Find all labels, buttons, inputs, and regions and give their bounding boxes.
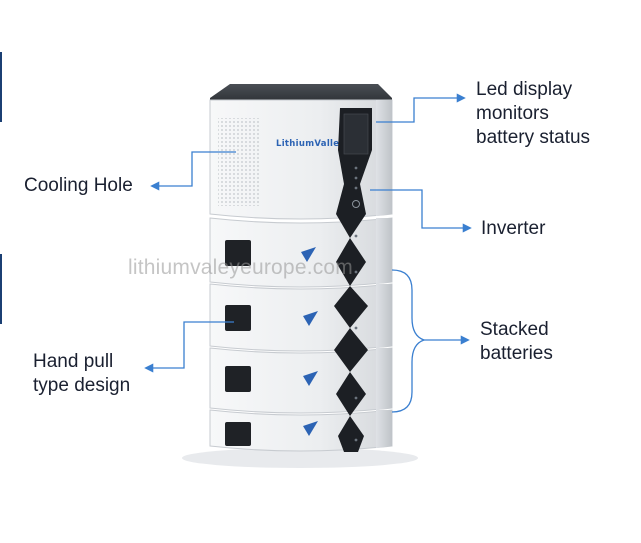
left-edge-mark bbox=[0, 52, 2, 122]
label-led-display: Led display monitors battery status bbox=[476, 78, 590, 150]
label-line: monitors bbox=[476, 103, 549, 124]
hand-pull-slot bbox=[225, 240, 251, 266]
module-logo-icon bbox=[303, 421, 318, 436]
battery-module bbox=[209, 409, 393, 452]
label-inverter: Inverter bbox=[481, 218, 546, 239]
label-line: Stacked bbox=[480, 319, 549, 340]
battery-module bbox=[209, 283, 393, 352]
label-stacked-batteries: Stacked batteries bbox=[480, 318, 553, 366]
module-logo-icon bbox=[301, 247, 316, 262]
led-display-screen bbox=[343, 113, 369, 155]
label-line: Led display bbox=[476, 79, 573, 100]
module-logo-icon bbox=[303, 371, 318, 386]
label-line: battery status bbox=[476, 127, 591, 148]
floor-shadow bbox=[182, 448, 418, 468]
center-spine bbox=[334, 108, 372, 452]
cooling-vent-grille bbox=[218, 118, 260, 206]
left-edge-mark bbox=[0, 254, 2, 324]
pointer-hand-pull bbox=[144, 321, 234, 373]
label-line: batteries bbox=[480, 343, 553, 364]
label-cooling-hole: Cooling Hole bbox=[24, 175, 133, 196]
label-line: type design bbox=[33, 375, 131, 396]
bracket-stacked-batteries bbox=[391, 269, 470, 413]
hand-pull-slot bbox=[225, 422, 251, 446]
battery-module bbox=[209, 347, 393, 414]
label-hand-pull: Hand pull type design bbox=[33, 350, 130, 398]
label-line: Hand pull bbox=[33, 351, 114, 372]
led-indicator-lights bbox=[354, 166, 358, 442]
pointer-inverter bbox=[370, 189, 472, 233]
brand-logo: LithiumValley bbox=[276, 139, 345, 149]
pointer-cooling-hole bbox=[150, 151, 236, 191]
power-button-icon bbox=[352, 200, 360, 208]
hand-pull-slot bbox=[225, 366, 251, 392]
pointer-led-display bbox=[376, 93, 466, 123]
hand-pull-slot bbox=[225, 305, 251, 331]
module-logo-icon bbox=[303, 311, 318, 326]
watermark-text: lithiumvaleyeurope.com bbox=[128, 256, 354, 279]
